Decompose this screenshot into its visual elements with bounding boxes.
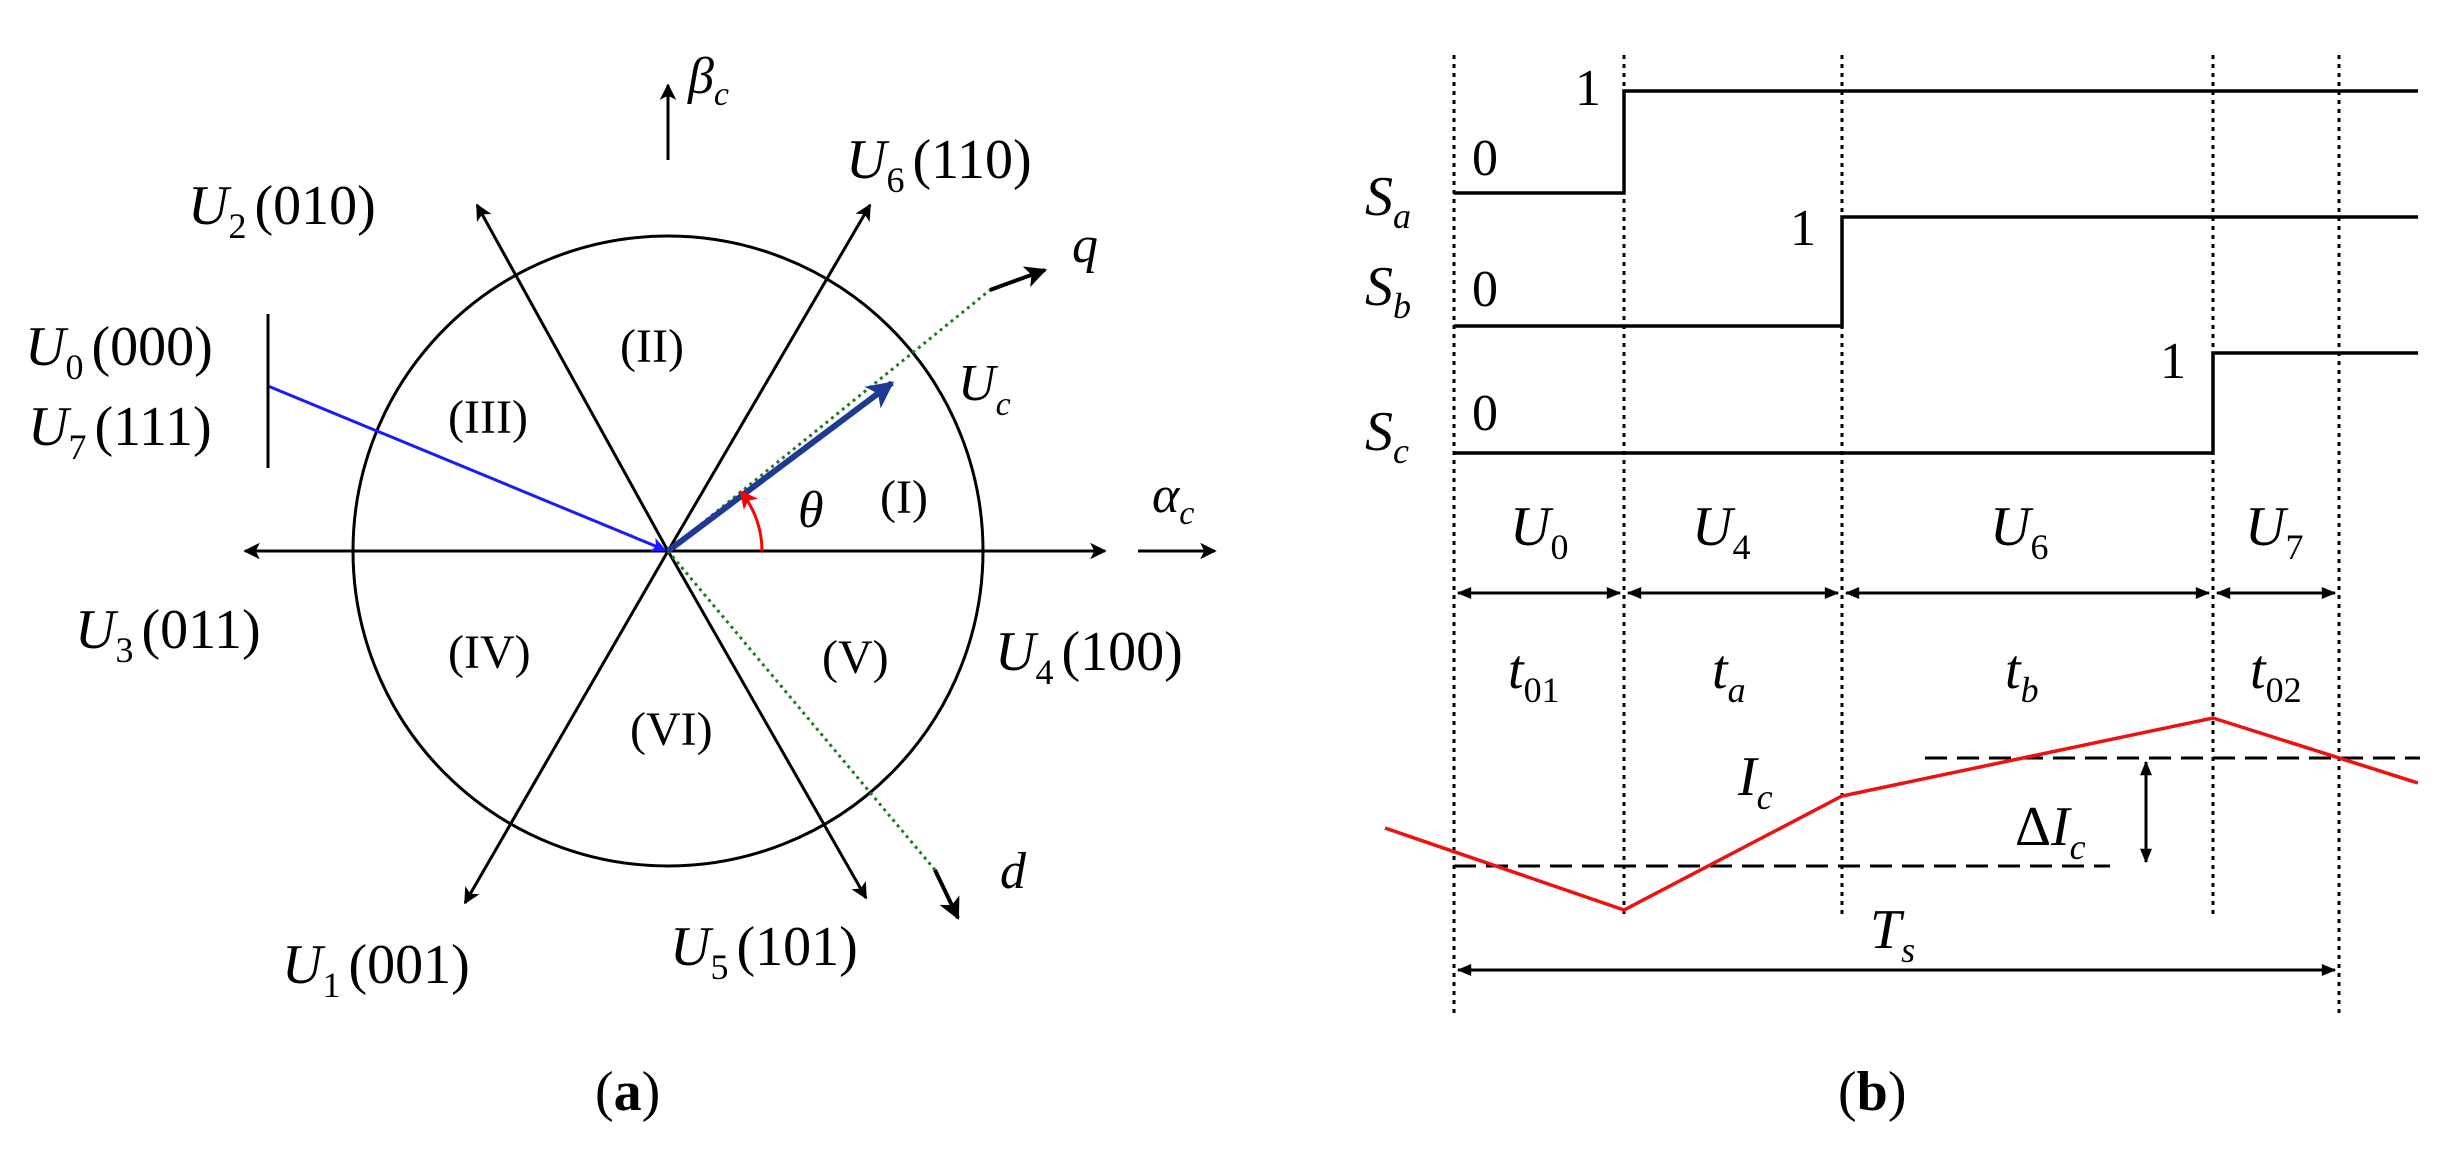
panel-a-space-vector-diagram: βc αc q d θ Uc U6(110) U2(010) U0(000) U… [25, 48, 1217, 1123]
time-t02: t02 [2250, 639, 2302, 710]
label-u2: U2(010) [188, 175, 376, 246]
current-waveform [1384, 716, 2419, 912]
d-axis-arrow [933, 869, 960, 920]
waveform-sc [1454, 351, 2418, 455]
theta-label: θ [798, 482, 824, 539]
sa-high-label: 1 [1575, 60, 1601, 117]
label-sb: Sb [1365, 256, 1411, 326]
q-axis [667, 288, 991, 553]
vector-u5 [666, 550, 868, 900]
sa-low-label: 0 [1472, 130, 1498, 187]
sector-vi: (VI) [630, 703, 713, 756]
vector-u2 [475, 203, 670, 552]
label-sc: Sc [1365, 401, 1409, 471]
sector-ii: (II) [620, 320, 684, 373]
sb-high-label: 1 [1790, 200, 1816, 257]
state-u0: U0 [1510, 496, 1568, 567]
label-ic: Ic [1737, 746, 1773, 817]
vector-u1 [463, 550, 670, 905]
reference-vector-uc [666, 380, 895, 554]
caption-b: (b) [1838, 1061, 1906, 1123]
q-axis-arrow [989, 266, 1048, 292]
label-u4: U4(100) [995, 621, 1183, 692]
label-ts: Ts [1870, 899, 1915, 970]
uc-label: Uc [958, 355, 1011, 423]
time-t01: t01 [1508, 639, 1560, 710]
label-u3: U3(011) [75, 599, 261, 670]
sc-low-label: 0 [1472, 385, 1498, 442]
beta-label: βc [687, 48, 729, 113]
sector-i: (I) [880, 471, 928, 524]
label-u0: U0(000) [25, 316, 213, 387]
label-sa: Sa [1365, 166, 1411, 236]
time-ta: ta [1712, 639, 1746, 710]
waveform-sb [1454, 215, 2418, 328]
q-label: q [1072, 217, 1098, 274]
label-u6: U6(110) [846, 129, 1032, 200]
alpha-label: αc [1152, 467, 1194, 532]
sc-high-label: 1 [2160, 333, 2186, 390]
label-u1: U1(001) [282, 934, 470, 1005]
waveform-sa [1454, 89, 2418, 195]
state-u4: U4 [1692, 496, 1750, 567]
label-u7: U7(111) [28, 396, 212, 467]
sector-v: (V) [822, 631, 889, 684]
zero-vector [267, 384, 667, 552]
panel-b-timing-diagram: Sa Sb Sc 0 1 0 1 0 1 U0 U4 U6 U7 t01 ta … [1365, 55, 2420, 1123]
sector-iii: (III) [448, 391, 528, 444]
vector-u6 [666, 203, 872, 552]
state-u6: U6 [1990, 496, 2048, 567]
time-tb: tb [2005, 639, 2039, 710]
caption-a: (a) [595, 1061, 660, 1123]
label-u5: U5(101) [670, 916, 858, 987]
sb-low-label: 0 [1472, 261, 1498, 318]
d-label: d [1000, 843, 1027, 900]
label-delta-ic: ΔIc [2015, 796, 2086, 867]
sector-iv: (IV) [448, 626, 531, 679]
state-u7: U7 [2245, 496, 2303, 567]
theta-arc [739, 490, 764, 552]
